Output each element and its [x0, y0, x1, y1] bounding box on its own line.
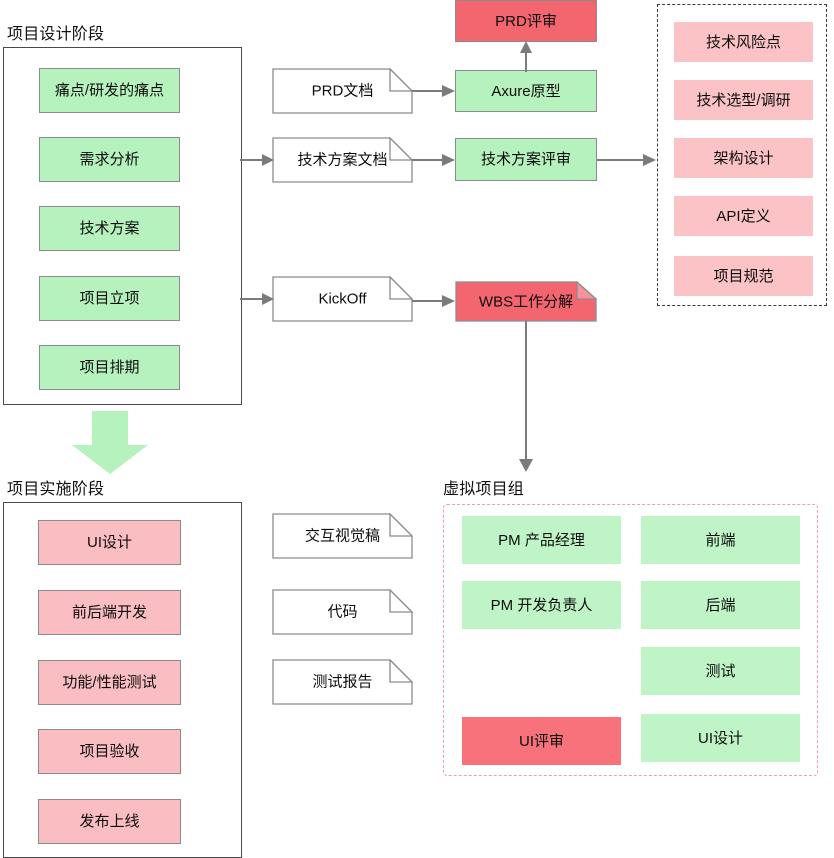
connector-axure-to-prd-review: [520, 41, 532, 72]
virtual-team-ui-review[interactable]: UI评审: [462, 717, 621, 765]
connector-wbs-to-virtual-team: [519, 321, 533, 472]
connector-review-to-tech-outputs: [597, 154, 656, 166]
document-tech-plan[interactable]: 技术方案文档: [272, 137, 413, 183]
connector-kickoff-to-wbs: [412, 295, 455, 307]
document-prd[interactable]: PRD文档: [272, 68, 413, 114]
implementation-phase-title: 项目实施阶段: [7, 481, 105, 498]
design-item-project-schedule[interactable]: 项目排期: [39, 345, 180, 390]
document-prd-label: PRD文档: [311, 82, 374, 100]
document-code-label: 代码: [327, 603, 358, 621]
virtual-team-ui-design[interactable]: UI设计: [641, 714, 800, 762]
design-item-pain-points[interactable]: 痛点/研发的痛点: [39, 68, 180, 113]
connector-design-to-kickoff: [240, 293, 274, 305]
tech-plan-review-node[interactable]: 技术方案评审: [455, 138, 597, 181]
prd-review-node[interactable]: PRD评审: [455, 0, 597, 42]
document-code[interactable]: 代码: [272, 589, 413, 635]
tech-output-standards[interactable]: 项目规范: [674, 256, 813, 296]
document-interaction-visual[interactable]: 交互视觉稿: [272, 513, 413, 559]
document-kickoff-label: KickOff: [318, 290, 367, 308]
virtual-team-pm-product-manager[interactable]: PM 产品经理: [462, 516, 621, 564]
design-item-tech-plan[interactable]: 技术方案: [39, 206, 180, 251]
tech-output-api[interactable]: API定义: [674, 196, 813, 236]
tech-output-selection[interactable]: 技术选型/调研: [674, 80, 813, 120]
connector-techdoc-to-review: [412, 154, 455, 166]
connector-design-to-tech-doc: [240, 154, 274, 166]
virtual-team-frontend[interactable]: 前端: [641, 516, 800, 564]
axure-prototype-node[interactable]: Axure原型: [455, 70, 597, 112]
impl-item-ui-design[interactable]: UI设计: [38, 520, 181, 565]
document-kickoff[interactable]: KickOff: [272, 276, 413, 322]
document-interaction-visual-label: 交互视觉稿: [304, 527, 380, 545]
document-tech-plan-label: 技术方案文档: [297, 151, 388, 169]
impl-item-frontend-backend-dev[interactable]: 前后端开发: [38, 590, 181, 635]
impl-item-project-acceptance[interactable]: 项目验收: [38, 729, 181, 774]
design-item-project-initiation[interactable]: 项目立项: [39, 276, 180, 321]
design-phase-title: 项目设计阶段: [7, 26, 105, 43]
tech-output-risk[interactable]: 技术风险点: [674, 22, 813, 62]
document-test-report[interactable]: 测试报告: [272, 659, 413, 705]
design-item-requirement-analysis[interactable]: 需求分析: [39, 137, 180, 182]
document-test-report-label: 测试报告: [312, 673, 373, 691]
connector-prd-to-axure: [412, 85, 455, 97]
document-wbs[interactable]: WBS工作分解: [455, 281, 597, 322]
phase-transition-arrow: [72, 411, 148, 474]
virtual-team-title: 虚拟项目组: [443, 481, 525, 498]
impl-item-function-performance-test[interactable]: 功能/性能测试: [38, 660, 181, 705]
virtual-team-backend[interactable]: 后端: [641, 581, 800, 629]
impl-item-release[interactable]: 发布上线: [38, 799, 181, 844]
virtual-team-pm-dev-lead[interactable]: PM 开发负责人: [462, 581, 621, 629]
virtual-team-test[interactable]: 测试: [641, 647, 800, 695]
document-wbs-label: WBS工作分解: [478, 293, 574, 310]
tech-output-architecture[interactable]: 架构设计: [674, 138, 813, 178]
